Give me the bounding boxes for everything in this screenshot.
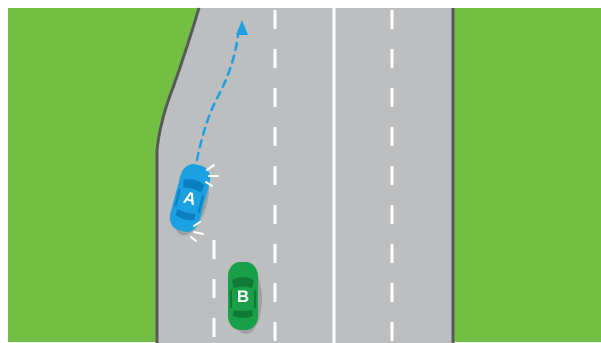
- car-b-label: B: [237, 287, 249, 306]
- car-b: B: [228, 262, 262, 334]
- car-b-rear-window: [233, 310, 253, 318]
- grass-right: [452, 8, 601, 342]
